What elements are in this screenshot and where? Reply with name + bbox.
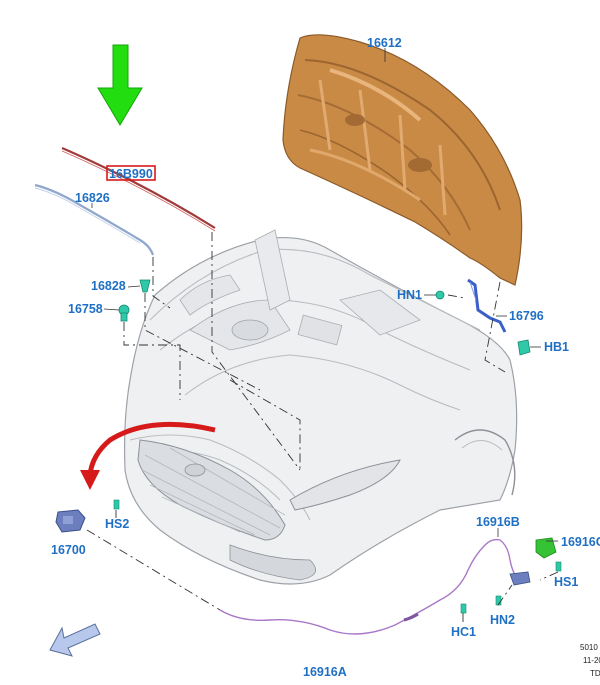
label-16916A[interactable]: 16916A	[303, 665, 347, 679]
label-hn2[interactable]: HN2	[490, 613, 515, 627]
label-hs2[interactable]: HS2	[105, 517, 129, 531]
hood-panel[interactable]	[282, 34, 523, 286]
leader-lines	[91, 48, 558, 542]
release-handle[interactable]	[535, 537, 557, 559]
direction-arrow-icon	[49, 623, 101, 657]
assembly-lines	[86, 232, 559, 625]
clip-hs1-icon[interactable]	[555, 561, 562, 572]
label-16758[interactable]: 16758	[68, 302, 103, 316]
clip-16758-icon[interactable]	[118, 304, 130, 322]
corner-ref-3: TD	[590, 669, 600, 678]
label-16828[interactable]: 16828	[91, 279, 126, 293]
clip-hn1-icon[interactable]	[435, 290, 445, 300]
hood-latch[interactable]	[55, 509, 86, 533]
label-hb1[interactable]: HB1	[544, 340, 569, 354]
hood-seal-highlight-box	[106, 165, 156, 181]
label-hn1[interactable]: HN1	[397, 288, 422, 302]
corner-ref-2: 11-20	[583, 656, 600, 665]
label-16916B[interactable]: 16916B	[476, 515, 520, 529]
clip-hs2-icon[interactable]	[113, 499, 120, 510]
label-16916C[interactable]: 16916C	[561, 535, 600, 549]
label-16796[interactable]: 16796	[509, 309, 544, 323]
label-hs1[interactable]: HS1	[554, 575, 578, 589]
label-16700[interactable]: 16700	[51, 543, 86, 557]
front-seal-strip[interactable]	[34, 183, 155, 256]
corner-ref-1: 5010	[580, 643, 598, 652]
green-arrow-icon	[97, 44, 143, 126]
clip-16828-icon[interactable]	[139, 279, 151, 293]
label-hc1[interactable]: HC1	[451, 625, 476, 639]
clip-hc1-icon[interactable]	[460, 603, 467, 614]
release-cable[interactable]	[219, 538, 521, 635]
prop-rod[interactable]	[467, 278, 507, 333]
label-16B990[interactable]: 16B990	[109, 167, 153, 181]
label-16612[interactable]: 16612	[367, 36, 402, 50]
clip-hb1-icon[interactable]	[517, 339, 531, 356]
hood-seal-strip[interactable]	[61, 146, 216, 229]
vehicle-front-body	[123, 229, 518, 585]
label-16826[interactable]: 16826	[75, 191, 110, 205]
cable-bracket	[509, 571, 531, 586]
red-curved-arrow-icon	[80, 421, 216, 490]
